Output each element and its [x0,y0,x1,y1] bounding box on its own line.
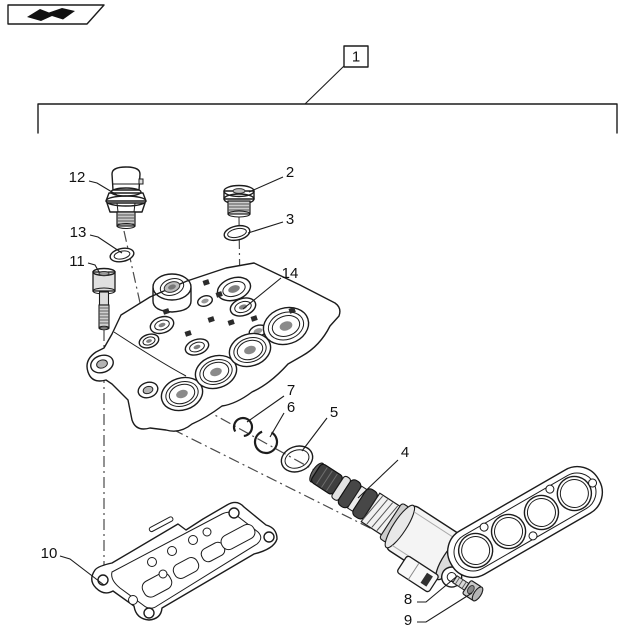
callout-1[interactable]: 1 [352,49,360,66]
pressure-switch-part [105,166,147,229]
callout-12[interactable]: 12 [69,169,86,186]
separator-plate-part [91,501,278,621]
assembly-bracket: 1 [37,45,618,134]
valve-body-front-bores [160,306,310,412]
gasket-openings [457,475,593,569]
valve-body-marks [162,279,296,337]
callout-9[interactable]: 9 [404,612,412,628]
oring-part [223,224,251,242]
callout-7[interactable]: 7 [287,382,295,399]
callout-8[interactable]: 8 [404,591,412,608]
washer-part [109,247,135,263]
solenoid-valve-part [309,462,466,593]
callout-2[interactable]: 2 [286,164,294,181]
valve-body-boss [152,273,192,313]
gasket-part [440,465,604,588]
brand-logo [7,4,105,25]
valve-body-part [86,262,341,432]
plate-cutouts [141,516,256,598]
gasket-bolt-holes [446,478,598,583]
callout-10[interactable]: 10 [41,545,58,562]
plug-part [223,184,255,218]
assembly-leader [304,65,345,105]
solenoid-connector [397,555,439,593]
plate-corner-holes [97,507,275,619]
callout-11[interactable]: 11 [69,253,85,270]
callout-3[interactable]: 3 [286,211,294,228]
screw-part [452,575,484,602]
callout-6[interactable]: 6 [287,399,295,416]
callout-leaders [59,176,473,623]
callout-5[interactable]: 5 [330,404,338,421]
callout-13[interactable]: 13 [70,224,87,241]
snap-ring-small-part [232,416,254,438]
assembly-callout-box[interactable] [343,45,369,68]
leaf-swoosh-icon [27,8,75,21]
seal-ring-part [280,445,314,473]
callout-numbers: 12 13 11 2 3 14 7 6 5 4 10 8 9 [41,164,413,628]
bolt-part [92,267,116,331]
callout-4[interactable]: 4 [401,444,409,461]
callout-14[interactable]: 14 [282,265,299,282]
snap-ring-large-part [253,429,279,455]
